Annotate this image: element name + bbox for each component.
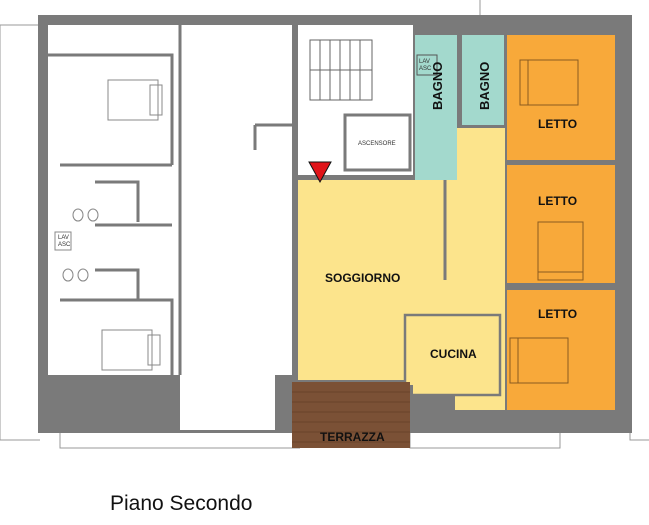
lav-asc-label-bagno-2: ASC [419,66,432,72]
letto-3-area [507,290,615,410]
left-apartment [48,25,292,375]
left-fixtures [54,79,163,371]
cucina-label: CUCINA [430,347,477,361]
terrazza-area [292,382,410,448]
elevator [343,113,412,172]
cucina-area [403,313,502,397]
entrance-marker-icon [308,161,332,184]
lav-asc-label-left-2: ASC [58,242,71,248]
terrazza-label: TERRAZZA [320,430,385,444]
soggiorno-label: SOGGIORNO [325,271,400,285]
terrace-planks [292,391,410,443]
letto-2-area [507,165,615,283]
beds [509,59,584,384]
lav-asc-label-left: LAV [58,235,69,241]
bagno-2-area [462,35,504,125]
letto-1-area [507,35,615,160]
ascensore-label: ASCENSORE [358,141,396,147]
left-apartment-walls [48,25,292,375]
letto-2-label: LETTO [538,194,577,208]
bagno-1-label: BAGNO [430,62,445,110]
staircase [309,39,373,101]
letto-1-label: LETTO [538,117,577,131]
letto-3-label: LETTO [538,307,577,321]
bagno-2-label: BAGNO [477,62,492,110]
lav-asc-label-bagno: LAV [419,59,430,65]
floor-title: Piano Secondo [110,492,253,515]
